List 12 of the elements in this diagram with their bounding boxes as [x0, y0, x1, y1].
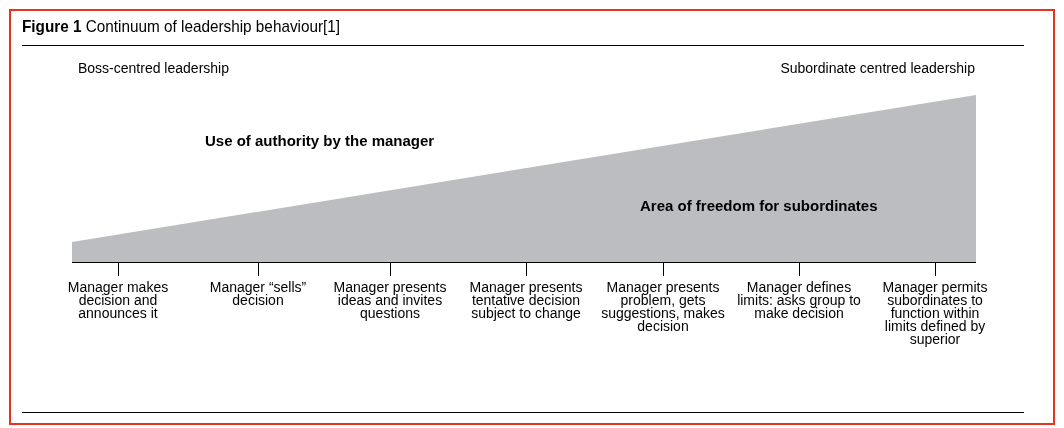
- area-label: Use of authority by the manager: [205, 132, 435, 149]
- stage-caption: Manager permits subordinates to function within limits defined by superior: [881, 281, 989, 346]
- end-label: Boss-centred leadership: [78, 60, 229, 76]
- stage-caption: Manager presents problem, gets suggestions, makes decision: [601, 281, 725, 333]
- stage-caption: Manager makes decision and announces it: [66, 281, 170, 320]
- area-label: Area of freedom for subordinates: [640, 197, 878, 214]
- stage-caption: Manager presents tentative decision subject to change: [468, 281, 584, 320]
- stage-caption: Manager defines limits: asks group to make decision: [737, 281, 861, 320]
- end-label: Subordinate centred leadership: [780, 60, 975, 76]
- figure-title: Figure 1 Continuum of leadership behaviour[1]: [22, 17, 341, 37]
- stage-caption: Manager presents ideas and invites questions: [332, 281, 448, 320]
- stage-caption: Manager “sells” decision: [208, 281, 308, 307]
